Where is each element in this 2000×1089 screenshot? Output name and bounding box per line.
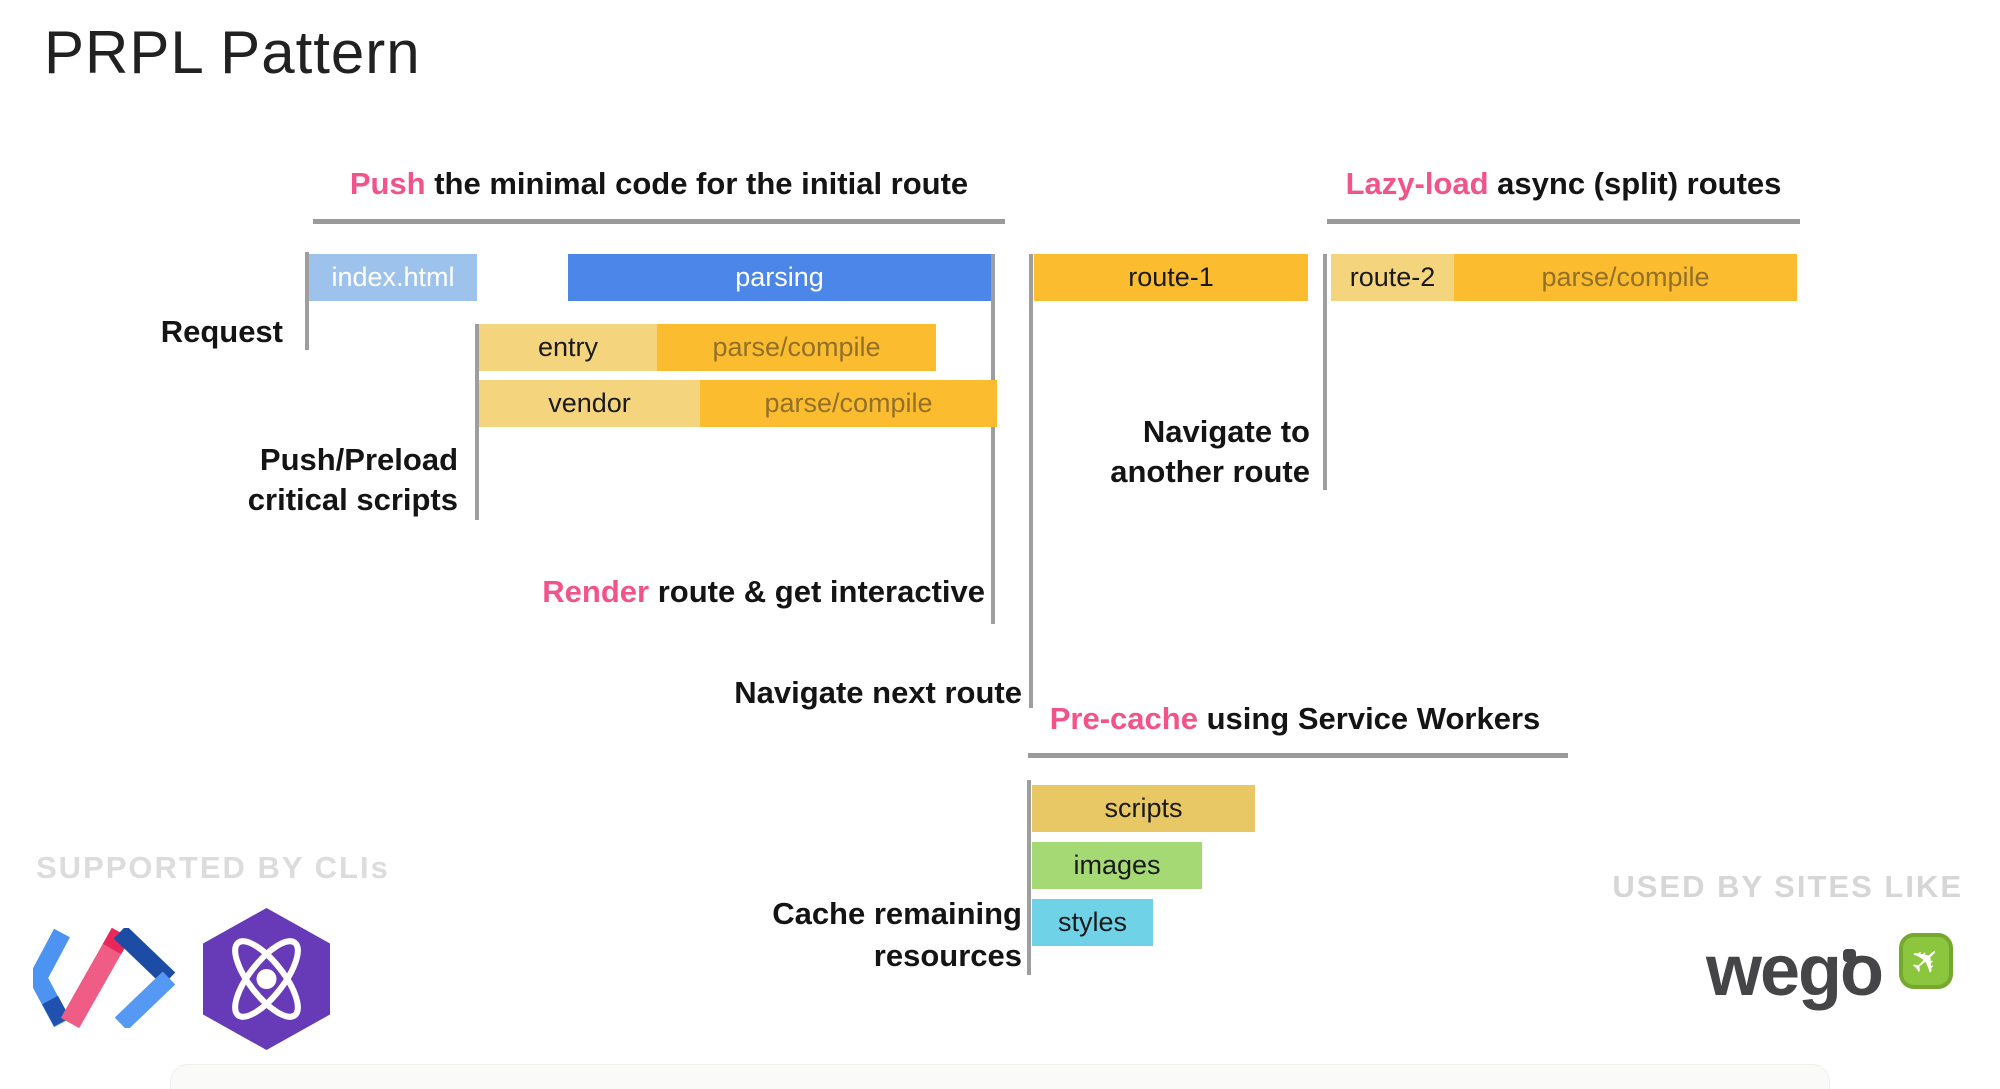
bar-route-2: route-2	[1331, 254, 1454, 301]
navigate-another-label-line2: another route	[1110, 454, 1310, 489]
lazy-load-section-heading: Lazy-load async (split) routes	[1327, 166, 1800, 202]
navigate-another-label-line1: Navigate to	[1142, 414, 1310, 449]
bar-entry-parse-compile: parse/compile	[657, 324, 936, 371]
pre-cache-heading-highlight: Pre-cache	[1049, 701, 1198, 736]
critical-scripts-tick-line	[475, 324, 479, 520]
cache-remaining-label: Cache remaining resources	[700, 893, 1022, 977]
bar-vendor-parse-compile-label: parse/compile	[764, 388, 933, 418]
pre-cache-section-underline	[1028, 753, 1568, 758]
navigate-another-tick-line	[1323, 254, 1327, 490]
bar-index-html: index.html	[309, 254, 477, 301]
cache-remaining-label-line1: Cache remaining	[772, 896, 1022, 931]
navigate-another-label: Navigate to another route	[1020, 412, 1310, 492]
pre-cache-tick-line	[1027, 780, 1031, 975]
polymer-logo-icon	[27, 925, 183, 1031]
push-section-heading: Push the minimal code for the initial ro…	[313, 166, 1005, 202]
lazy-load-heading-highlight: Lazy-load	[1345, 166, 1489, 201]
render-label-highlight: Render	[542, 574, 650, 609]
bar-parsing-label: parsing	[735, 262, 824, 292]
bar-route-1-label: route-1	[1128, 262, 1214, 292]
push-section-underline	[313, 219, 1005, 224]
bar-route-2-parse-compile: parse/compile	[1454, 254, 1797, 301]
bar-route-1: route-1	[1034, 254, 1308, 301]
push-heading-rest: the minimal code for the initial route	[425, 166, 969, 201]
render-label: Render route & get interactive	[480, 574, 985, 610]
used-by-sites-caption: USED BY SITES LIKE	[1612, 869, 1963, 904]
bar-entry-label: entry	[537, 332, 599, 362]
bar-parsing: parsing	[568, 254, 991, 301]
push-preload-label: Push/Preload critical scripts	[180, 440, 458, 520]
navigate-next-tick-line	[1029, 254, 1033, 708]
lazy-load-section-underline	[1327, 219, 1800, 224]
request-tick-line	[305, 252, 309, 350]
bar-vendor-parse-compile: parse/compile	[700, 380, 997, 427]
wego-wordmark: wego	[1706, 931, 1884, 1011]
wego-dot	[1843, 949, 1856, 962]
bar-images: images	[1032, 842, 1202, 889]
bar-vendor: vendor	[479, 380, 700, 427]
wego-badge: ✈	[1899, 933, 1953, 989]
preact-logo-icon	[203, 908, 330, 1050]
page-title: PRPL Pattern	[44, 19, 421, 86]
bar-route-2-parse-compile-label: parse/compile	[1541, 262, 1710, 292]
bar-entry-parse-compile-label: parse/compile	[712, 332, 881, 362]
request-label: Request	[160, 314, 283, 349]
pre-cache-section-heading: Pre-cache using Service Workers	[1030, 701, 1560, 737]
render-tick-line	[991, 254, 995, 624]
push-heading-highlight: Push	[349, 166, 426, 201]
push-preload-label-line2: critical scripts	[247, 482, 458, 517]
cache-remaining-label-line2: resources	[873, 938, 1022, 973]
bar-scripts-label: scripts	[1104, 793, 1183, 823]
bar-vendor-label: vendor	[548, 388, 631, 418]
next-slide-edge	[170, 1064, 1830, 1089]
bar-styles-label: styles	[1057, 907, 1128, 937]
bar-entry: entry	[479, 324, 657, 371]
bar-scripts: scripts	[1032, 785, 1255, 832]
bar-images-label: images	[1073, 850, 1161, 880]
lazy-load-heading-rest: async (split) routes	[1488, 166, 1782, 201]
navigate-next-label: Navigate next route	[734, 675, 1022, 710]
bar-styles: styles	[1032, 899, 1153, 946]
push-preload-label-line1: Push/Preload	[259, 442, 458, 477]
bar-route-2-label: route-2	[1349, 262, 1436, 292]
airplane-icon: ✈	[1900, 935, 1951, 986]
render-label-rest: route & get interactive	[649, 574, 985, 609]
supported-by-clis-caption: SUPPORTED BY CLIs	[36, 850, 390, 885]
bar-index-html-label: index.html	[331, 262, 455, 292]
pre-cache-heading-rest: using Service Workers	[1197, 701, 1541, 736]
